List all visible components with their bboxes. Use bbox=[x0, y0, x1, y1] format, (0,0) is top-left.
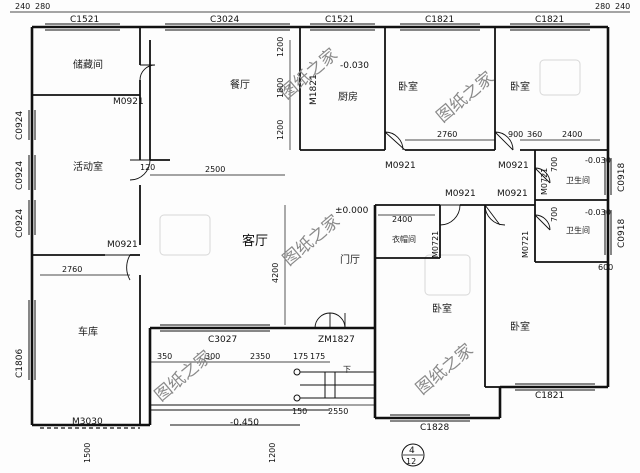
dim-text: 1200 bbox=[276, 37, 285, 57]
door-code: M0921 bbox=[497, 189, 528, 199]
dim-text: 240 bbox=[615, 2, 630, 11]
door-code: M0721 bbox=[540, 168, 549, 195]
watermark-text: 图纸之家 bbox=[412, 340, 477, 399]
dim-text: 175 bbox=[293, 352, 308, 361]
room-label-activity: 活动室 bbox=[73, 160, 103, 173]
window-code: C0924 bbox=[15, 161, 25, 190]
door-code: M0721 bbox=[431, 231, 440, 258]
dim-text: 120 bbox=[140, 163, 155, 172]
window-code: C1821 bbox=[425, 15, 454, 25]
dim-text: 2500 bbox=[205, 165, 225, 174]
section-mark-number: 4 bbox=[409, 446, 415, 456]
dim-text: 1200 bbox=[276, 120, 285, 140]
dim-text: 700 bbox=[550, 207, 559, 222]
watermark-text: 图纸之家 bbox=[433, 68, 498, 127]
door-code: M0721 bbox=[521, 231, 530, 258]
window-code: C0918 bbox=[617, 219, 627, 248]
dim-text: 2760 bbox=[437, 130, 457, 139]
door-code: M0921 bbox=[498, 161, 529, 171]
window-code: C1821 bbox=[535, 15, 564, 25]
dim-text: 350 bbox=[157, 352, 172, 361]
window-code: C1521 bbox=[325, 15, 354, 25]
room-label-bath-bottom: 卫生间 bbox=[566, 225, 590, 235]
window-code: C1828 bbox=[420, 423, 449, 433]
room-label-bedroom-bottom-right: 卧室 bbox=[510, 320, 530, 333]
dimension-lines bbox=[10, 11, 630, 406]
dim-text: 280 bbox=[35, 2, 50, 11]
dim-text: 300 bbox=[205, 352, 220, 361]
dim-text: 360 bbox=[527, 130, 542, 139]
door-code: M3030 bbox=[72, 417, 103, 427]
dim-text: 1200 bbox=[268, 443, 277, 463]
window-code: C1821 bbox=[535, 391, 564, 401]
dim-text: 4200 bbox=[271, 263, 280, 283]
door-code: ZM1827 bbox=[318, 335, 355, 345]
window-code: C1521 bbox=[70, 15, 99, 25]
dim-text: 150 bbox=[292, 407, 307, 416]
level-mark-outside: -0.450 bbox=[230, 418, 259, 428]
dim-text: 1800 bbox=[276, 78, 285, 98]
room-label-bath-top: 卫生间 bbox=[566, 175, 590, 185]
dim-text: 600 bbox=[598, 263, 613, 272]
dim-text: 2400 bbox=[562, 130, 582, 139]
room-label-dining: 餐厅 bbox=[230, 78, 250, 91]
section-mark-sheet: 12 bbox=[406, 457, 416, 466]
section-mark bbox=[401, 443, 425, 467]
interior-walls bbox=[32, 27, 608, 425]
windows bbox=[28, 23, 612, 422]
room-label-closet: 衣帽间 bbox=[392, 234, 416, 244]
dim-text: 2760 bbox=[62, 265, 82, 274]
porch-steps bbox=[150, 368, 375, 426]
dim-text: 700 bbox=[550, 157, 559, 172]
dim-text: 2350 bbox=[250, 352, 270, 361]
porch-down-arrow-label: 下 bbox=[343, 365, 351, 374]
room-label-foyer: 门厅 bbox=[340, 253, 360, 266]
room-label-bedroom-top-mid: 卧室 bbox=[398, 80, 418, 93]
dim-text: 175 bbox=[310, 352, 325, 361]
window-code: C3027 bbox=[208, 335, 237, 345]
window-code: C3024 bbox=[210, 15, 239, 25]
exterior-walls bbox=[30, 25, 610, 427]
level-mark-bath-bottom: -0.030 bbox=[585, 208, 611, 217]
door-code: M1821 bbox=[309, 74, 319, 105]
door-code: M0921 bbox=[385, 161, 416, 171]
watermark-text: 图纸之家 bbox=[279, 211, 344, 270]
window-code: C0918 bbox=[617, 163, 627, 192]
room-label-living: 客厅 bbox=[242, 233, 268, 249]
level-mark-living: ±0.000 bbox=[335, 206, 369, 216]
dim-text: 2550 bbox=[328, 407, 348, 416]
window-code: C1806 bbox=[15, 349, 25, 378]
room-label-garage: 车库 bbox=[78, 325, 98, 338]
dim-text: 280 bbox=[595, 2, 610, 11]
door-code: M0921 bbox=[113, 97, 144, 107]
room-label-bedroom-bottom-mid: 卧室 bbox=[432, 302, 452, 315]
room-label-bedroom-top-right: 卧室 bbox=[510, 80, 530, 93]
dim-text: 240 bbox=[15, 2, 30, 11]
door-swings bbox=[105, 64, 551, 329]
window-code: C0924 bbox=[15, 111, 25, 140]
room-label-storage: 储藏间 bbox=[73, 58, 103, 71]
dim-text: 900 bbox=[508, 130, 523, 139]
level-mark-bath-top: -0.030 bbox=[585, 156, 611, 165]
background-watermark-shapes bbox=[159, 59, 581, 296]
level-mark-kitchen: -0.030 bbox=[340, 61, 369, 71]
room-label-kitchen: 厨房 bbox=[338, 90, 358, 103]
dim-text: 2400 bbox=[392, 215, 412, 224]
window-code: C0924 bbox=[15, 209, 25, 238]
dim-text: 1500 bbox=[83, 443, 92, 463]
door-code: M0921 bbox=[445, 189, 476, 199]
door-code: M0921 bbox=[107, 240, 138, 250]
